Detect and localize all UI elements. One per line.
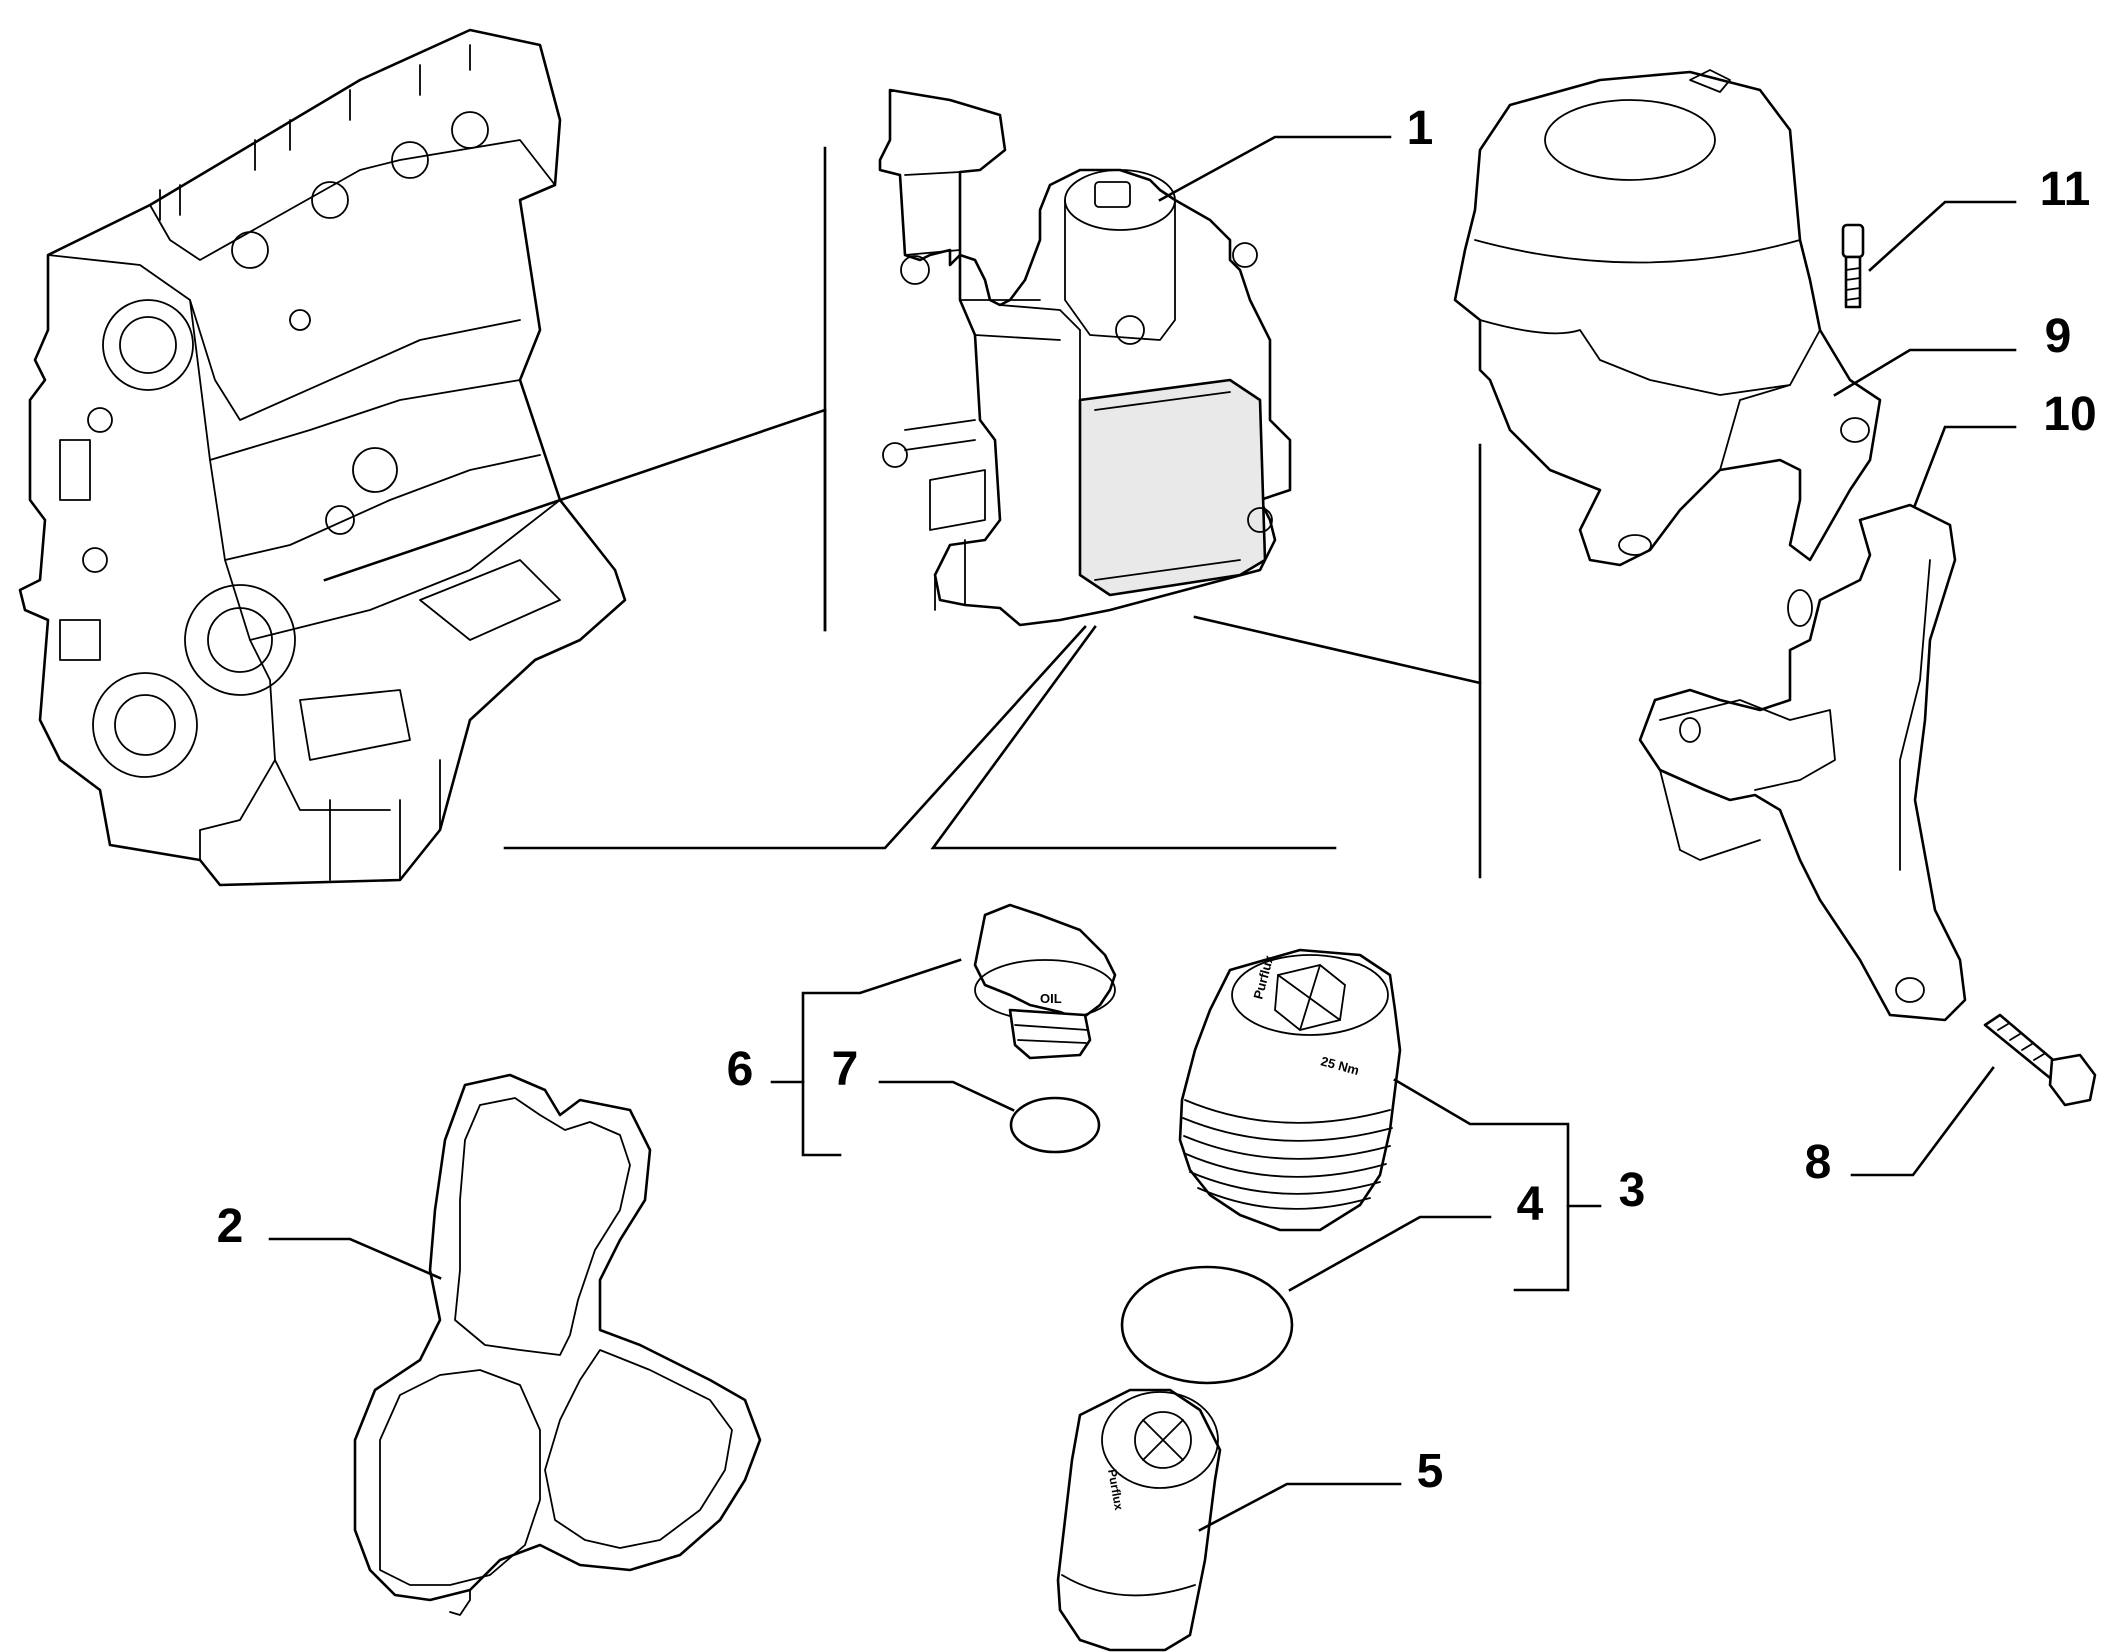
callout-8: 8 bbox=[1805, 1136, 1832, 1189]
oring-7 bbox=[1009, 1096, 1101, 1154]
bracket-10 bbox=[1638, 503, 1967, 1022]
oil-filter-housing bbox=[878, 88, 1292, 627]
leader-4 bbox=[1288, 1215, 1492, 1292]
callout-9: 9 bbox=[2045, 310, 2072, 363]
callout-11: 11 bbox=[2040, 163, 2091, 216]
filler-cap-marking: OIL bbox=[1040, 991, 1062, 1006]
leader-1 bbox=[1158, 135, 1392, 202]
leader-lines bbox=[268, 135, 2017, 1532]
callout-6: 6 bbox=[727, 1043, 754, 1096]
housing-gasket bbox=[353, 1073, 762, 1616]
oil-filter-cartridge: Purflux bbox=[1056, 1388, 1222, 1652]
callout-2: 2 bbox=[217, 1200, 244, 1253]
oil-filler-cap: OIL bbox=[973, 903, 1117, 1060]
callout-10: 10 bbox=[2043, 388, 2096, 441]
leader-2 bbox=[268, 1237, 442, 1280]
callout-5: 5 bbox=[1417, 1445, 1444, 1498]
leader-3-bracket bbox=[1393, 1078, 1570, 1292]
leader-7 bbox=[878, 1080, 1015, 1112]
leader-9 bbox=[1833, 348, 2017, 397]
screw-11 bbox=[1841, 223, 1865, 309]
callout-1: 1 bbox=[1407, 102, 1434, 155]
bolt-8 bbox=[1983, 1013, 2097, 1107]
leader-8 bbox=[1850, 1066, 1995, 1177]
leader-10 bbox=[1913, 425, 2017, 507]
leader-6-bracket bbox=[801, 958, 962, 1157]
engine-block-illustration bbox=[18, 28, 627, 887]
callout-labels: 1 2 3 4 5 6 7 8 9 10 11 bbox=[217, 102, 2097, 1498]
oring-4 bbox=[1120, 1265, 1294, 1385]
group-boundary-lines bbox=[323, 146, 1482, 879]
callout-3: 3 bbox=[1619, 1164, 1646, 1217]
heat-shield-cover bbox=[1453, 69, 1882, 567]
leader-5 bbox=[1198, 1482, 1402, 1532]
oil-filter-cap: Purflux 25 Nm bbox=[1178, 948, 1402, 1232]
callout-7: 7 bbox=[832, 1043, 859, 1096]
callout-4: 4 bbox=[1517, 1178, 1544, 1231]
leader-11 bbox=[1868, 200, 2017, 272]
